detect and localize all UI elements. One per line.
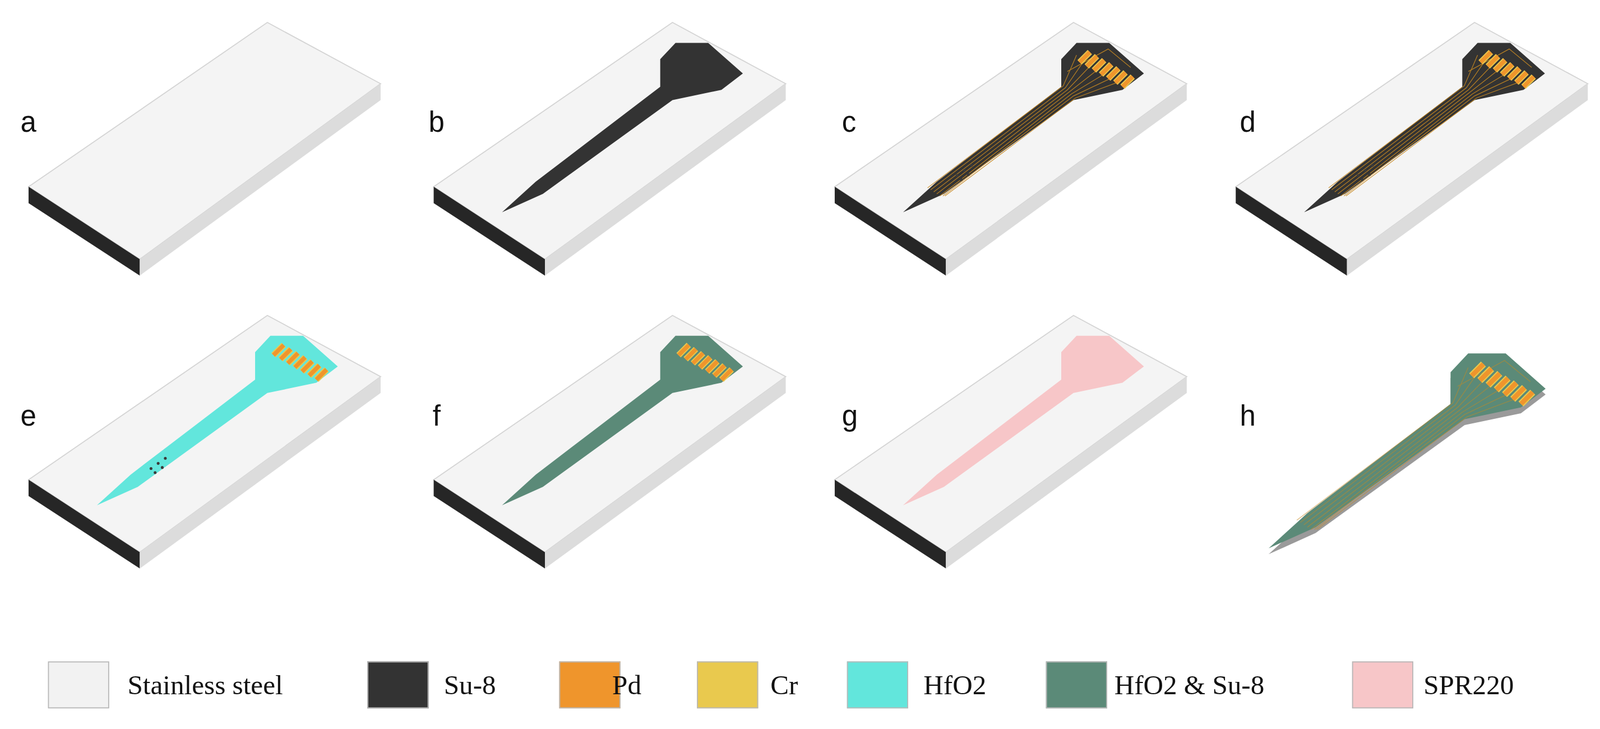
legend-swatch	[48, 660, 110, 709]
step-a-figure	[28, 22, 381, 276]
legend-swatch	[696, 660, 758, 709]
panel-letter: g	[842, 401, 858, 431]
legend-label: Su-8	[444, 671, 497, 700]
legend-label: Stainless steel	[127, 671, 284, 700]
panel-letter: a	[20, 108, 36, 137]
step-g-figure	[834, 315, 1187, 568]
panel-letter: c	[842, 108, 857, 137]
step-f-figure	[433, 315, 786, 568]
step-e-figure	[28, 315, 381, 568]
legend-swatch	[1046, 660, 1108, 709]
panel-letter: h	[1240, 401, 1256, 431]
step-h-figure	[1268, 353, 1546, 554]
legend-label: SPR220	[1423, 671, 1514, 700]
step-b-figure	[433, 22, 786, 276]
panel-letter: f	[432, 401, 441, 431]
legend-label: Pd	[612, 671, 642, 700]
panel-letter: e	[20, 401, 36, 431]
legend-swatch	[847, 660, 909, 709]
step-d-figure	[1235, 22, 1588, 276]
legend-label: HfO2 & Su-8	[1114, 671, 1265, 700]
step-c-figure	[834, 22, 1187, 276]
legend-swatch	[367, 660, 429, 709]
legend-label: Cr	[770, 671, 798, 700]
legend-swatch	[558, 660, 621, 709]
legend-swatch	[1352, 660, 1414, 709]
panel-letter: b	[428, 108, 445, 137]
panel-letter: d	[1240, 108, 1256, 137]
legend-label: HfO2	[923, 671, 987, 700]
